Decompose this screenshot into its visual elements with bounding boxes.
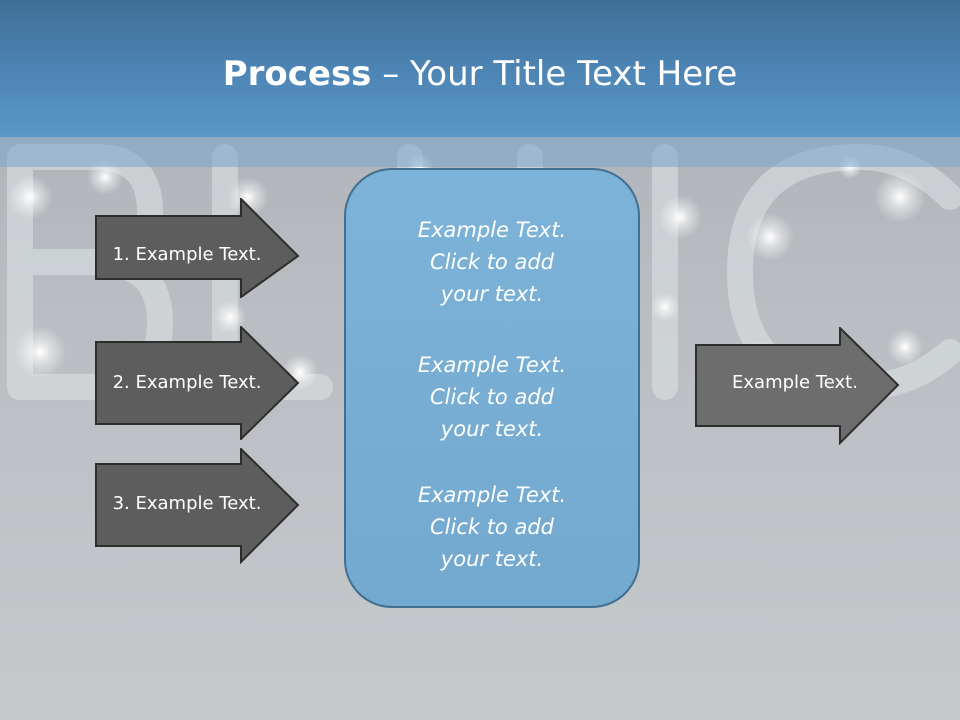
step-arrow-3[interactable]: 3. Example Text. — [95, 448, 300, 564]
right-arrow-shape — [695, 327, 900, 445]
step-arrow-1[interactable]: 1. Example Text. — [95, 198, 300, 298]
title-bar-band — [0, 137, 960, 167]
step-arrow-2[interactable]: 2. Example Text. — [95, 326, 300, 440]
center-text-line: Example Text. — [417, 218, 567, 242]
center-text-line: Example Text. — [417, 483, 567, 507]
center-text-box[interactable]: Example Text. Click to add your text. Ex… — [344, 168, 640, 608]
center-text-line: your text. — [440, 547, 544, 571]
slide-title-rest: – Your Title Text Here — [371, 54, 738, 94]
right-arrow-shape — [95, 326, 300, 440]
slide-title[interactable]: Process – Your Title Text Here — [0, 50, 960, 98]
center-text-line: your text. — [440, 282, 544, 306]
center-text-line: Example Text. — [417, 353, 567, 377]
result-arrow-label: Example Text. — [732, 372, 858, 393]
title-bar — [0, 0, 960, 137]
center-text-block-1: Example Text. Click to add your text. — [346, 214, 638, 310]
step-arrow-3-label: 3. Example Text. — [112, 493, 262, 514]
center-text-line: Click to add — [429, 250, 554, 274]
right-arrow-shape — [95, 448, 300, 564]
center-text-line: Click to add — [429, 385, 554, 409]
center-text-line: your text. — [440, 417, 544, 441]
result-arrow[interactable]: Example Text. — [695, 327, 900, 445]
step-arrow-1-label: 1. Example Text. — [112, 244, 262, 265]
center-text-block-2: Example Text. Click to add your text. — [346, 349, 638, 445]
right-arrow-shape — [95, 198, 300, 298]
slide-title-bold: Process — [222, 54, 372, 94]
center-text-line: Click to add — [429, 515, 554, 539]
step-arrow-2-label: 2. Example Text. — [112, 372, 262, 393]
center-text-block-3: Example Text. Click to add your text. — [346, 479, 638, 575]
